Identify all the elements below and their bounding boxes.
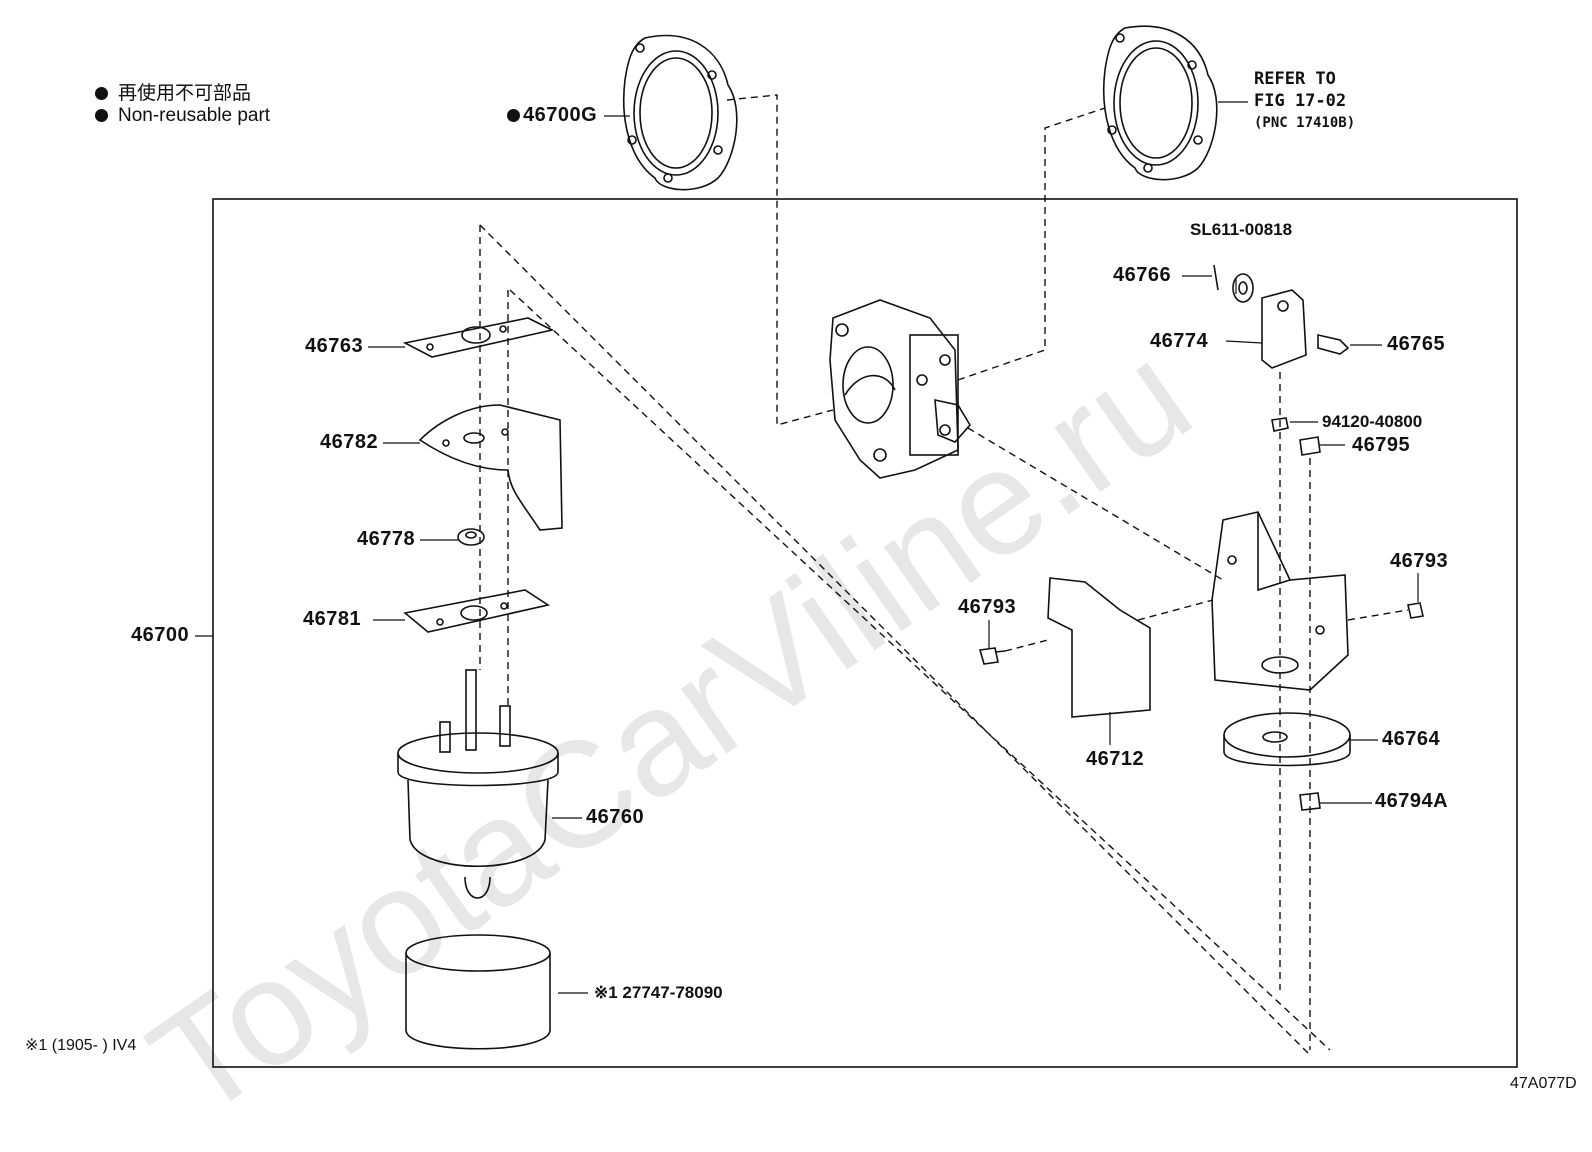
washer-46778-drawing bbox=[457, 528, 485, 546]
legend-jp: 再使用不可部品 bbox=[95, 78, 251, 105]
gasket-46781-drawing bbox=[403, 589, 551, 633]
part-label-46763[interactable]: 46763 bbox=[305, 335, 364, 357]
non-reusable-dot-icon bbox=[95, 87, 108, 100]
part-number: 46700G bbox=[523, 104, 598, 126]
plate-46763-drawing bbox=[402, 317, 555, 358]
bolt-46793-right-drawing bbox=[1407, 602, 1424, 619]
cotter-pin-46766-drawing bbox=[1213, 264, 1219, 291]
part-label-27747-78090[interactable]: ※1 27747-78090 bbox=[594, 983, 723, 1002]
clevis-46774-drawing bbox=[1261, 289, 1307, 369]
part-label-46795[interactable]: 46795 bbox=[1352, 434, 1411, 456]
part-label-46700G[interactable]: 46700G bbox=[507, 104, 597, 127]
part-label-46774[interactable]: 46774 bbox=[1150, 330, 1209, 352]
bracket-46782-drawing bbox=[418, 404, 563, 531]
collar-46794A-drawing bbox=[1299, 792, 1321, 811]
parts-diagram bbox=[195, 25, 1518, 1068]
part-label-46778[interactable]: 46778 bbox=[357, 528, 416, 550]
part-label-46700[interactable]: 46700 bbox=[131, 624, 190, 646]
figure-code: 47A077D bbox=[1510, 1075, 1577, 1092]
part-label-46765[interactable]: 46765 bbox=[1387, 333, 1446, 355]
part-label-SL611-00818[interactable]: SL611-00818 bbox=[1190, 220, 1293, 239]
non-reusable-dot-icon bbox=[507, 109, 520, 122]
reference-block[interactable]: REFER TO FIG 17-02 (PNC 17410B) bbox=[1254, 68, 1355, 134]
reference-line-1: REFER TO bbox=[1254, 69, 1336, 89]
gasket-ref-drawing bbox=[1102, 25, 1218, 181]
gasket-46700G-drawing bbox=[622, 34, 738, 191]
part-label-46766[interactable]: 46766 bbox=[1113, 264, 1172, 286]
part-label-46712[interactable]: 46712 bbox=[1086, 748, 1145, 770]
reference-line-2: FIG 17-02 bbox=[1254, 91, 1347, 111]
valve-body-drawing bbox=[829, 299, 971, 479]
part-label-94120-40800[interactable]: 94120-40800 bbox=[1322, 412, 1423, 431]
reference-line-3: (PNC 17410B) bbox=[1254, 115, 1356, 131]
mount-46764-drawing bbox=[1223, 712, 1351, 767]
footnote: ※1 (1905- ) IV4 bbox=[25, 1037, 137, 1054]
legend-en: Non-reusable part bbox=[95, 105, 270, 127]
assembly-frame bbox=[212, 198, 1518, 1068]
actuator-46760-drawing bbox=[397, 669, 559, 899]
part-label-46764[interactable]: 46764 bbox=[1382, 728, 1441, 750]
non-reusable-dot-icon bbox=[95, 109, 108, 122]
bolt-46795-drawing bbox=[1299, 436, 1321, 456]
part-label-46793-left[interactable]: 46793 bbox=[958, 596, 1017, 618]
part-label-46794A[interactable]: 46794A bbox=[1375, 790, 1449, 812]
legend-en-text: Non-reusable part bbox=[118, 105, 271, 126]
part-label-46793-right[interactable]: 46793 bbox=[1390, 550, 1449, 572]
cover-27747-drawing bbox=[405, 934, 551, 1050]
bolt-46793-left-drawing bbox=[978, 647, 1006, 665]
part-label-46782[interactable]: 46782 bbox=[320, 431, 379, 453]
washer-SL611-drawing bbox=[1232, 273, 1254, 303]
shield-46712-drawing bbox=[1047, 577, 1151, 718]
legend-jp-text: 再使用不可部品 bbox=[118, 83, 252, 104]
part-label-46760[interactable]: 46760 bbox=[586, 806, 645, 828]
pin-46765-drawing bbox=[1317, 333, 1350, 355]
part-label-46781[interactable]: 46781 bbox=[303, 608, 362, 630]
nut-94120-drawing bbox=[1271, 417, 1289, 432]
